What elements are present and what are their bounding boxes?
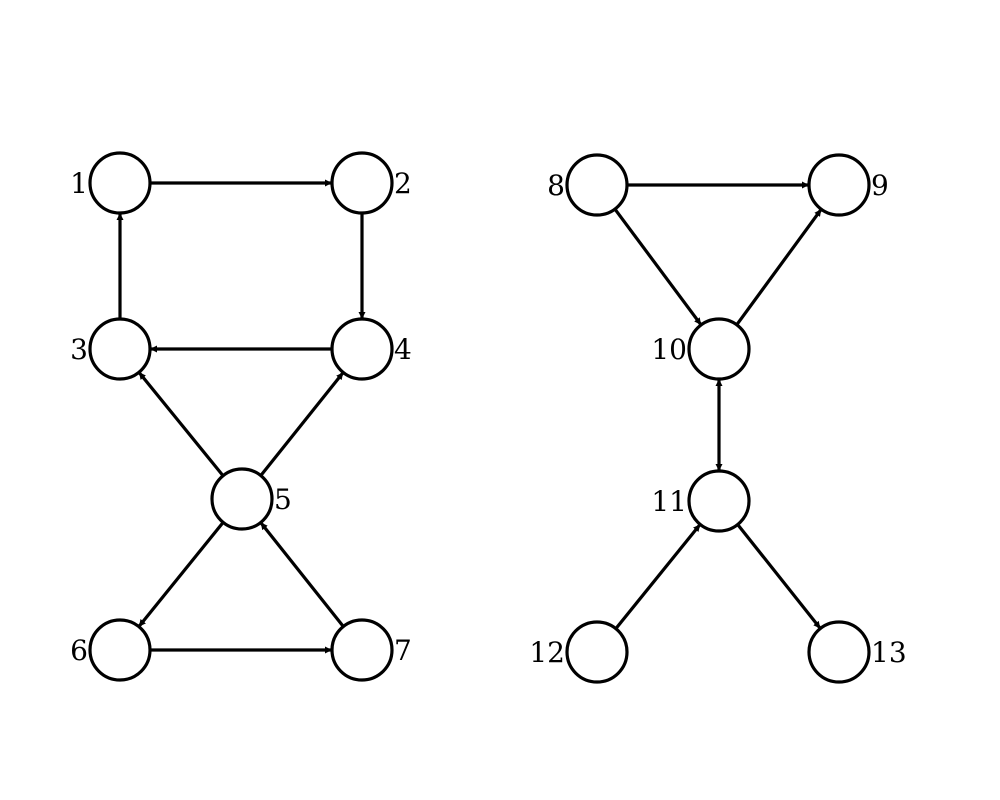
node-3: 3 bbox=[70, 317, 152, 381]
node-circle-10 bbox=[687, 317, 751, 381]
node-11: 11 bbox=[651, 469, 751, 533]
node-circle-1 bbox=[88, 151, 152, 215]
edge-5-to-6 bbox=[137, 521, 225, 628]
node-label-10: 10 bbox=[651, 333, 687, 366]
node-label-13: 13 bbox=[871, 636, 907, 669]
node-13: 13 bbox=[807, 620, 907, 684]
node-label-8: 8 bbox=[547, 169, 565, 202]
node-label-5: 5 bbox=[274, 483, 292, 516]
node-circle-12 bbox=[565, 620, 629, 684]
node-label-7: 7 bbox=[394, 634, 412, 667]
node-label-2: 2 bbox=[394, 167, 412, 200]
edge-10-to-9 bbox=[735, 208, 823, 326]
node-label-11: 11 bbox=[651, 485, 687, 518]
node-circle-6 bbox=[88, 618, 152, 682]
node-4: 4 bbox=[330, 317, 412, 381]
node-7: 7 bbox=[330, 618, 412, 682]
node-2: 2 bbox=[330, 151, 412, 215]
node-circle-4 bbox=[330, 317, 394, 381]
node-label-12: 12 bbox=[529, 636, 565, 669]
edge-5-to-3 bbox=[137, 371, 225, 477]
node-10: 10 bbox=[651, 317, 751, 381]
edge-11-to-13 bbox=[736, 523, 822, 630]
node-1: 1 bbox=[70, 151, 152, 215]
edge-5-to-4 bbox=[259, 371, 345, 477]
node-label-9: 9 bbox=[871, 169, 889, 202]
node-circle-13 bbox=[807, 620, 871, 684]
node-label-4: 4 bbox=[394, 333, 412, 366]
node-6: 6 bbox=[70, 618, 152, 682]
node-circle-5 bbox=[210, 467, 274, 531]
node-circle-2 bbox=[330, 151, 394, 215]
node-9: 9 bbox=[807, 153, 889, 217]
node-circle-11 bbox=[687, 469, 751, 533]
edges-layer bbox=[116, 179, 823, 654]
edge-7-to-5 bbox=[259, 521, 345, 628]
node-label-1: 1 bbox=[70, 167, 88, 200]
node-5: 5 bbox=[210, 467, 292, 531]
edge-8-to-10 bbox=[613, 208, 703, 326]
node-12: 12 bbox=[529, 620, 629, 684]
node-circle-9 bbox=[807, 153, 871, 217]
node-circle-7 bbox=[330, 618, 394, 682]
node-circle-8 bbox=[565, 153, 629, 217]
node-label-6: 6 bbox=[70, 634, 88, 667]
node-label-3: 3 bbox=[70, 333, 88, 366]
node-8: 8 bbox=[547, 153, 629, 217]
edge-12-to-11 bbox=[614, 523, 702, 630]
node-circle-3 bbox=[88, 317, 152, 381]
